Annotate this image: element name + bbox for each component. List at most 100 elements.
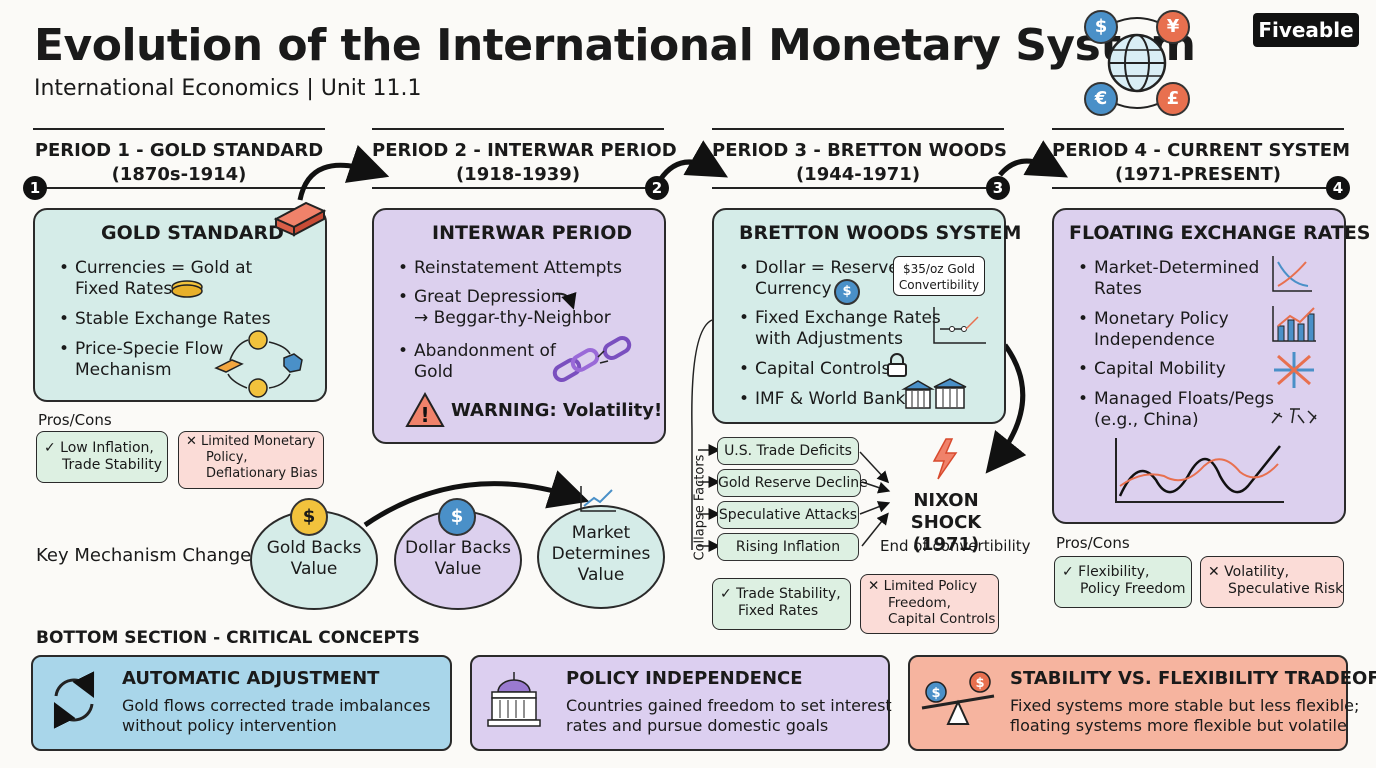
refresh-cycle-icon [46,671,102,729]
factor-speculative-attacks: Speculative Attacks [717,501,859,529]
dollar-coin-icon-bubble: $ [438,498,476,536]
fluctuating-rates-chart [1108,436,1288,508]
gold-bullet-1: Currencies = Gold at [59,258,252,279]
brand-logo: Fiveable [1253,13,1359,47]
svg-text:!: ! [420,403,429,427]
period-1-divider-top [33,128,325,130]
globe-currency-icon: $ ¥ € £ [1082,8,1192,118]
stability-flexibility-text: Fixed systems more stable but less flexi… [1010,696,1360,735]
chart-up-icon [578,484,618,514]
gold-bullet-3: Price-Specie Flow [59,339,223,360]
gold-pro-text: ✓ Low Inflation,Trade Stability [44,440,163,473]
gold-pros-cons-label: Pros/Cons [38,411,112,429]
bar-chart-icon [1270,304,1318,344]
floating-bullet-4b: (e.g., China) [1094,410,1199,430]
page-title: Evolution of the International Monetary … [34,20,1196,71]
period-3-number: 3 [986,176,1010,200]
svg-text:$: $ [931,686,940,701]
stability-flexibility-title: STABILITY VS. FLEXIBILITY TRADEOFF [1010,668,1376,689]
factor-rising-inflation: Rising Inflation [717,533,859,561]
interwar-bullet-3b: Gold [414,362,454,382]
managed-peg-icon [1270,405,1318,431]
policy-independence-title: POLICY INDEPENDENCE [566,668,803,689]
floating-bullet-2: Monetary Policy [1078,309,1229,330]
svg-text:$: $ [975,676,984,691]
gold-bullet-3b: Mechanism [75,360,172,380]
capital-flow-arrows-icon [1270,350,1318,390]
interwar-warning-text: WARNING: Volatility! [451,400,663,421]
gold-pro-box [36,431,168,483]
nixon-shock-title: NIXON SHOCK(1971) [910,490,982,555]
price-specie-cycle-icon [214,328,314,400]
period-4-number: 4 [1326,176,1350,200]
policy-independence-card [470,655,890,751]
bretton-bullet-3: Capital Controls [739,359,890,380]
period-4-title: PERIOD 4 - CURRENT SYSTEM(1971-PRESENT) [1052,140,1350,185]
period-3-divider-top [712,128,1004,130]
floating-con-box [1200,556,1344,608]
automatic-adjustment-title: AUTOMATIC ADJUSTMENT [122,668,380,689]
interwar-bullet-1: Reinstatement Attempts [398,258,622,279]
balance-scale-icon: $ $ [918,668,998,732]
bretton-pro-box [712,578,851,630]
downturn-arrow-icon [554,290,580,310]
interwar-bullet-2: Great Depression [398,287,562,308]
period-2-divider [372,187,664,189]
euro-coin-icon: € [1084,82,1118,116]
bretton-pro-text: ✓ Trade Stability,Fixed Rates [720,586,841,619]
period-2-number: 2 [645,176,669,200]
gold-bar-icon [268,197,327,237]
gold-coin-icon: $ [290,498,328,536]
floating-bullet-4: Managed Floats/Pegs [1078,389,1274,410]
adjustment-chart-icon [930,305,990,347]
broken-chain-icon [550,335,640,390]
gold-standard-card-title: GOLD STANDARD [101,222,284,244]
interwar-bullet-2b: → Beggar-thy-Neighbor [414,308,611,328]
bretton-bullet-2b: with Adjustments [755,329,903,349]
lightning-icon [930,437,960,481]
gold-con-box [178,431,324,489]
floating-pros-cons-label: Pros/Cons [1056,534,1130,552]
policy-independence-text: Countries gained freedom to set interest… [566,696,892,735]
period-2-divider-top [372,128,664,130]
capitol-building-icon [484,670,544,730]
floating-con-text: ✕ Volatility,Speculative Risk [1208,564,1344,597]
period-1-divider [33,187,325,189]
period-1-number: 1 [23,176,47,200]
stability-flexibility-card [908,655,1348,751]
factor-trade-deficits: U.S. Trade Deficits [717,437,859,465]
gold-bullet-2: Stable Exchange Rates [59,309,271,330]
gold-bullet-1b: Fixed Rates [75,279,173,299]
floating-bullet-1b: Rates [1094,279,1142,299]
floating-pro-box [1054,556,1192,608]
supply-demand-icon [1270,254,1314,294]
period-3-divider [712,187,1004,189]
gold-standard-card [33,208,327,402]
interwar-bullet-3: Abandonment of [398,341,556,362]
bretton-con-box [860,574,999,634]
pound-coin-icon: £ [1156,82,1190,116]
period-1-title: PERIOD 1 - GOLD STANDARD(1870s-1914) [34,140,324,185]
bretton-bullet-1b: Currency [755,279,832,299]
period-3-title: PERIOD 3 - BRETTON WOODS(1944-1971) [712,140,1007,185]
lock-icon [886,353,908,377]
yen-coin-icon: ¥ [1156,10,1190,44]
bretton-bullet-1: Dollar = Reserve [739,258,899,279]
globe-icon [1107,17,1167,109]
nixon-shock-subtitle: End of convertibility [880,537,1031,555]
period-2-title: PERIOD 2 - INTERWAR PERIOD(1918-1939) [372,140,677,185]
dollar-icon: $ [834,279,860,305]
factor-gold-reserve: Gold Reserve Decline [717,469,868,497]
bretton-bullet-4: IMF & World Bank [739,389,905,410]
bottom-section-title: BOTTOM SECTION - CRITICAL CONCEPTS [36,628,420,648]
floating-bullet-1: Market-Determined [1078,258,1259,279]
period-4-divider [1052,187,1344,189]
bretton-woods-card-title: BRETTON WOODS SYSTEM [739,222,1022,244]
warning-icon: ! [405,391,445,428]
